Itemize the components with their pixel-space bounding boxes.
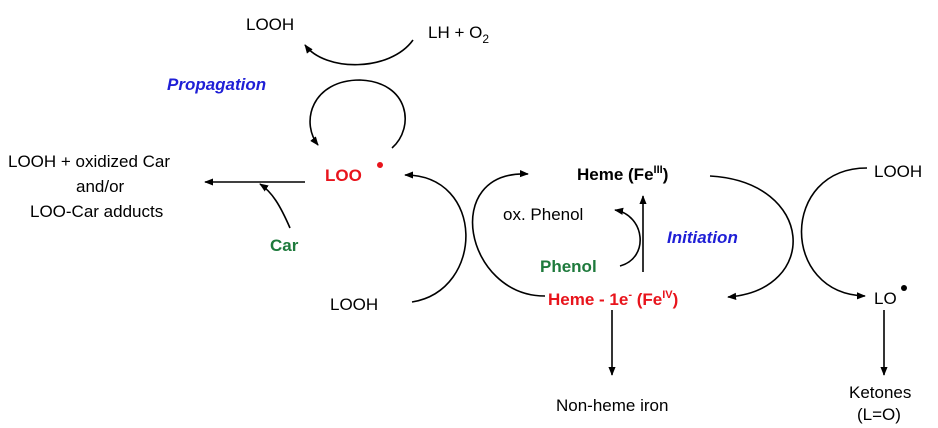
label-products-line1: LOOH + oxidized Car — [8, 152, 170, 171]
label-non-heme-iron: Non-heme iron — [556, 396, 668, 415]
label-looh-left: LOOH — [330, 295, 378, 314]
arrow-phenol-to-oxphenol — [614, 207, 641, 267]
label-looh-top: LOOH — [246, 15, 294, 34]
radical-dot-lo — [901, 285, 907, 291]
arrow-car-in — [259, 183, 291, 229]
label-phenol: Phenol — [540, 257, 597, 276]
label-products-line3: LOO-Car adducts — [30, 202, 163, 221]
label-heme-fe3: Heme (FeIII) — [577, 164, 668, 184]
label-products-line2: and/or — [76, 177, 125, 196]
label-lh-o2: LH + O2 — [428, 23, 489, 46]
arrow-lh-to-looh — [304, 39, 414, 66]
label-car: Car — [270, 236, 299, 255]
label-ox-phenol: ox. Phenol — [503, 205, 583, 224]
label-ketones-line2: (L=O) — [857, 405, 901, 424]
label-ketones-line1: Ketones — [849, 383, 911, 402]
radical-dot-loo — [377, 162, 383, 168]
arrow-propagation-loop — [309, 79, 406, 149]
label-initiation: Initiation — [667, 228, 738, 247]
arrow-looh-to-lo — [800, 167, 868, 300]
label-looh-right: LOOH — [874, 162, 922, 181]
label-lo-radical: LO — [874, 289, 897, 308]
label-loo-radical: LOO — [325, 166, 362, 185]
label-propagation: Propagation — [167, 75, 266, 94]
arrow-heme-oxidation-arc — [709, 175, 794, 300]
arrow-heme-reduction-arc — [471, 170, 546, 297]
arrow-looh-to-loo — [404, 171, 467, 303]
label-heme-fe4: Heme - 1e- (FeIV) — [548, 289, 678, 309]
